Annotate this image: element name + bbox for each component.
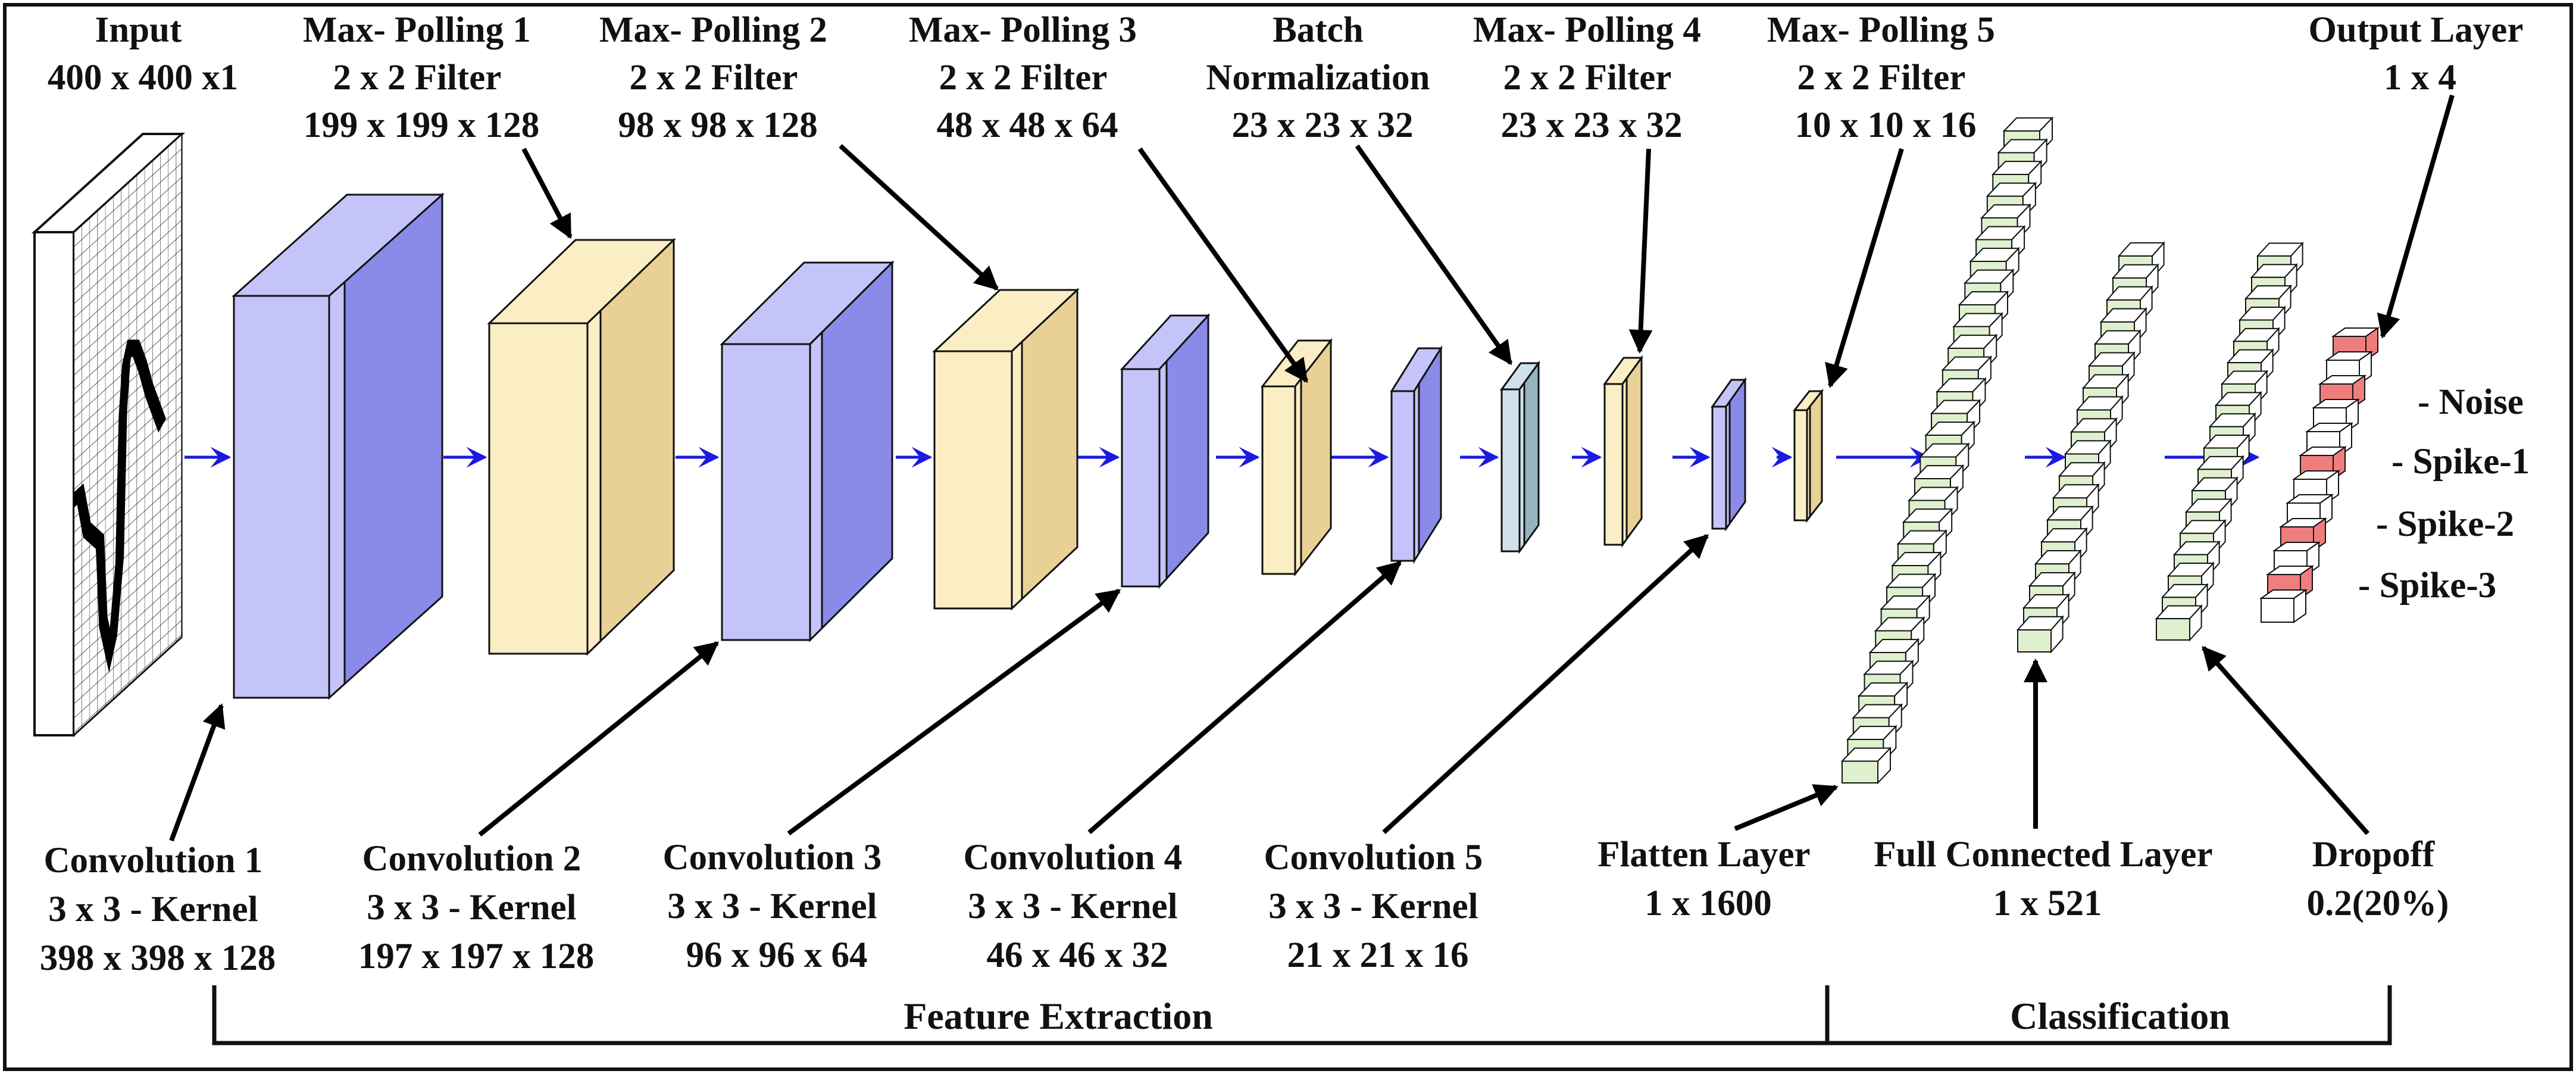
label-conv-2: Convolution 2 3 x 3 - Kernel 197 x 197 x… bbox=[358, 839, 595, 976]
leader-arrow bbox=[521, 148, 573, 239]
label-maxpool-4: Max- Polling 4 2 x 2 Filter 23 x 23 x 32 bbox=[1473, 10, 1710, 145]
fully-connected-column bbox=[2016, 241, 2165, 654]
output-label-spike-1: - Spike-1 bbox=[2391, 442, 2530, 482]
input-image bbox=[31, 132, 186, 737]
leader-arrow bbox=[1734, 784, 1839, 831]
label-maxpool-2: Max- Polling 2 2 x 2 Filter 98 x 98 x 12… bbox=[599, 10, 836, 145]
maxpool-3-block bbox=[1260, 338, 1333, 577]
dropout-column bbox=[2155, 241, 2304, 642]
label-maxpool-5: Max- Polling 5 2 x 2 Filter 10 x 10 x 16 bbox=[1767, 10, 2004, 145]
output-layer-column bbox=[2259, 327, 2380, 623]
output-cell bbox=[2259, 589, 2308, 623]
conv-5-block bbox=[1711, 377, 1747, 532]
label-maxpool-1: Max- Polling 1 2 x 2 Filter 199 x 199 x … bbox=[303, 10, 540, 145]
label-conv-5: Convolution 5 3 x 3 - Kernel 21 x 21 x 1… bbox=[1264, 838, 1492, 975]
leader-arrows bbox=[169, 94, 2455, 842]
label-conv-4: Convolution 4 3 x 3 - Kernel 46 x 46 x 3… bbox=[963, 838, 1191, 975]
output-label-spike-2: - Spike-2 bbox=[2376, 504, 2514, 544]
output-cell bbox=[2291, 470, 2341, 504]
leader-arrow bbox=[478, 641, 720, 837]
bracket-classification bbox=[1825, 985, 2392, 1045]
leader-arrow bbox=[1087, 560, 1402, 835]
leader-arrow bbox=[1825, 148, 1904, 388]
label-conv-3: Convolution 3 3 x 3 - Kernel 96 x 96 x 6… bbox=[662, 838, 890, 975]
label-flatten-layer: Flatten Layer 1 x 1600 bbox=[1598, 835, 1819, 923]
label-conv-1: Convolution 1 3 x 3 - Kernel 398 x 398 x… bbox=[40, 841, 276, 978]
section-brackets bbox=[212, 985, 2392, 1045]
conv-1-block bbox=[232, 192, 445, 700]
leader-arrow bbox=[2202, 646, 2369, 835]
leader-arrow bbox=[839, 144, 999, 291]
leader-arrow bbox=[1137, 147, 1309, 383]
leader-arrow bbox=[1382, 534, 1709, 834]
batch-norm-block bbox=[1500, 360, 1540, 554]
conv-2-block bbox=[720, 260, 895, 642]
layer-blocks bbox=[232, 192, 1824, 700]
leader-arrow bbox=[169, 703, 226, 842]
figure-border bbox=[3, 3, 2573, 1071]
output-label-spike-3: - Spike-3 bbox=[2358, 566, 2496, 605]
output-label-noise: - Noise bbox=[2418, 382, 2524, 422]
flatten-layer-column bbox=[1840, 116, 2054, 785]
label-maxpool-3: Max- Polling 3 2 x 2 Filter 48 x 48 x 64 bbox=[909, 10, 1146, 145]
maxpool-4-block bbox=[1603, 355, 1643, 548]
label-batch-normalization: Batch Normalization 23 x 23 x 32 bbox=[1206, 10, 1439, 145]
leader-arrow bbox=[2377, 94, 2455, 339]
dense-layers bbox=[1840, 116, 2380, 785]
conv-4-block bbox=[1390, 345, 1443, 564]
section-feature-extraction: Feature Extraction bbox=[904, 995, 1213, 1037]
bracket-feature-extraction bbox=[212, 985, 1827, 1045]
cell bbox=[2155, 604, 2203, 642]
label-output-layer: Output Layer 1 x 4 bbox=[2308, 10, 2531, 98]
label-input: Input 400 x 400 x1 bbox=[48, 10, 238, 98]
maxpool-1-block bbox=[487, 238, 676, 656]
cell bbox=[2016, 615, 2064, 654]
section-classification: Classification bbox=[2010, 995, 2230, 1037]
conv-3-block bbox=[1120, 313, 1211, 589]
leader-arrow bbox=[787, 588, 1121, 836]
cell bbox=[1840, 747, 1892, 785]
leader-arrow bbox=[1628, 148, 1653, 354]
maxpool-2-block bbox=[932, 288, 1080, 611]
leader-arrow bbox=[1355, 144, 1513, 366]
maxpool-5-block bbox=[1792, 388, 1824, 523]
label-full-connected-layer: Full Connected Layer 1 x 521 bbox=[1874, 835, 2221, 923]
label-dropout: Dropoff 0.2(20%) bbox=[2307, 835, 2449, 923]
